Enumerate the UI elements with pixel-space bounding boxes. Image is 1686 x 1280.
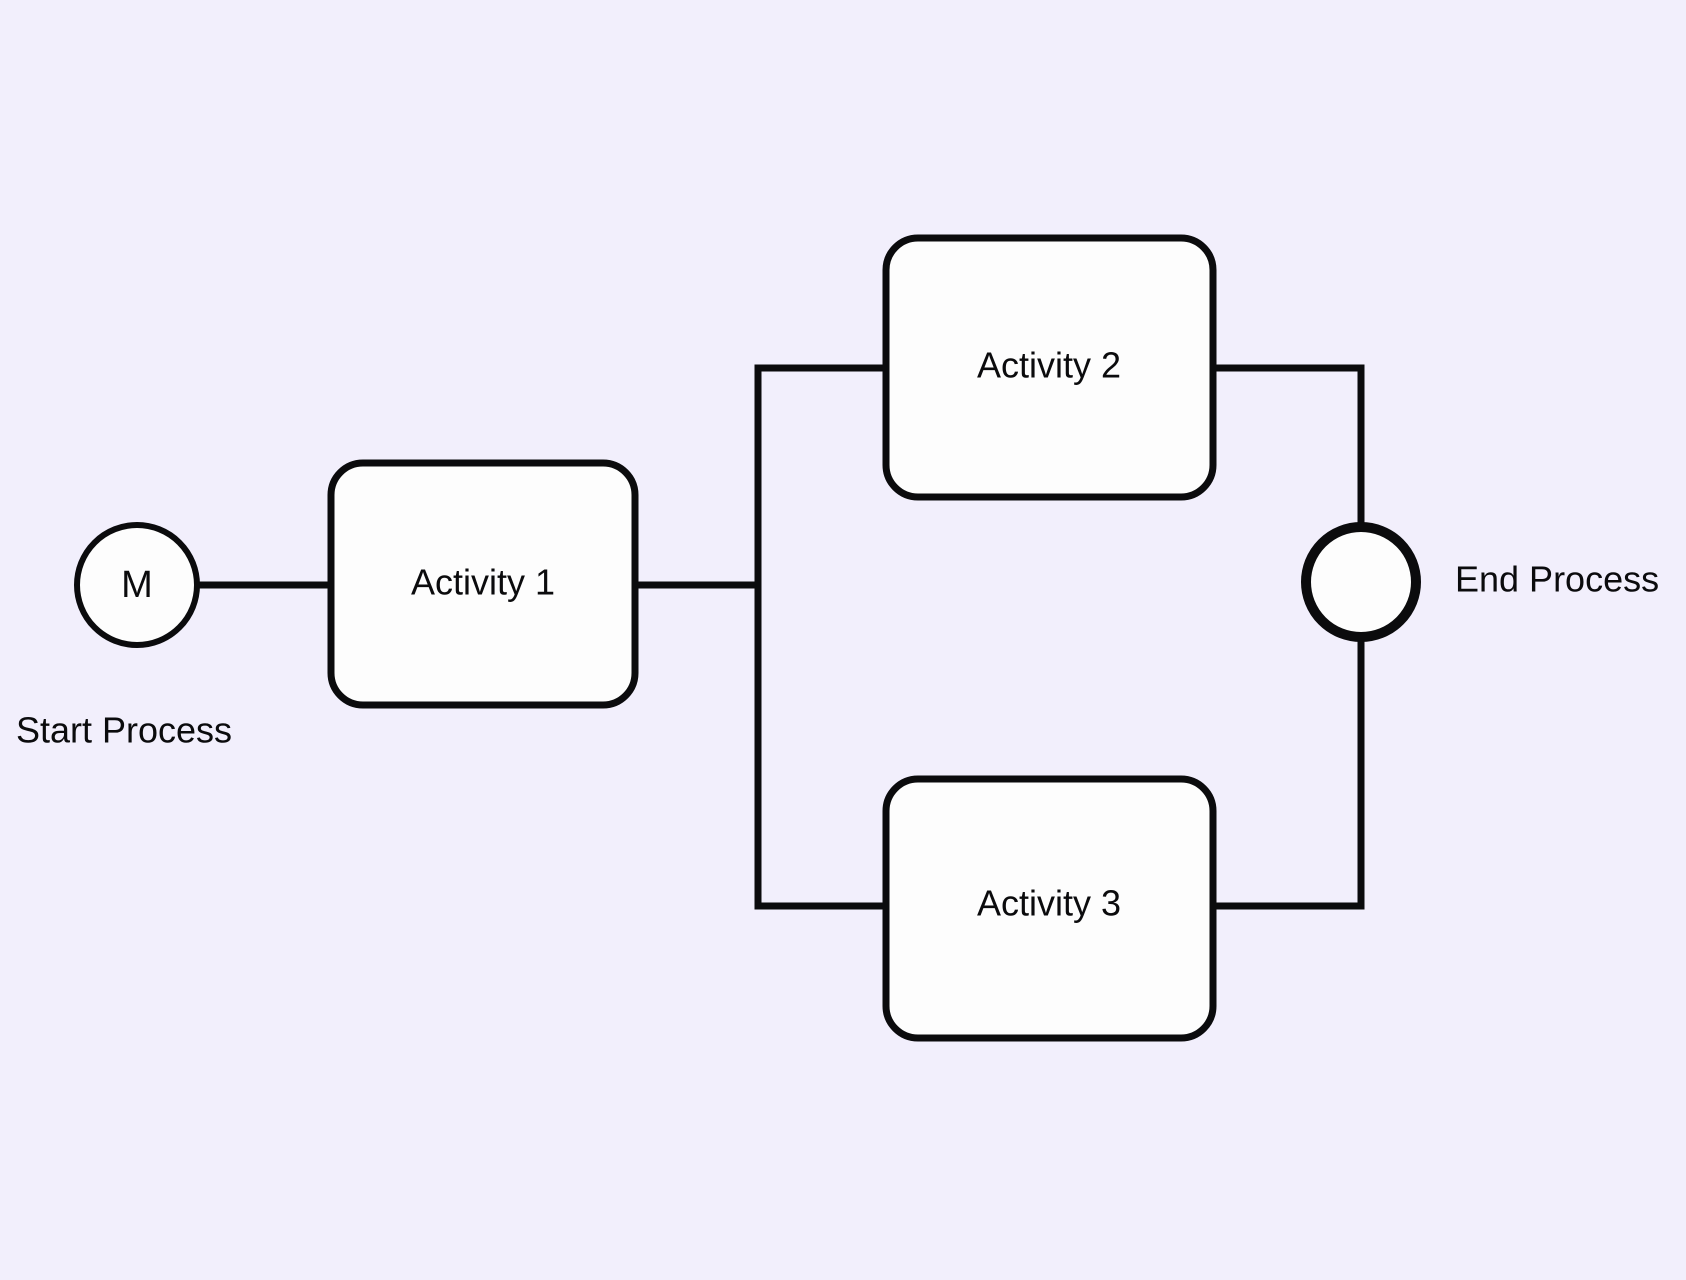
activity-2-node[interactable]: Activity 2	[882, 234, 1217, 501]
activity-1-label: Activity 1	[411, 562, 555, 603]
sequence-flow-layer	[198, 364, 1365, 910]
activity-3-shape[interactable]	[882, 775, 1217, 1042]
activity-2-shape[interactable]	[882, 234, 1217, 501]
activity-2-label: Activity 2	[977, 345, 1121, 386]
start-event-label: Start Process	[16, 710, 232, 751]
end-event-circle[interactable]	[1301, 522, 1421, 642]
activity-1-shape[interactable]	[327, 459, 639, 709]
start-event-node[interactable]: M Start Process	[16, 522, 232, 751]
start-event-circle[interactable]	[74, 522, 200, 648]
activity-3-label: Activity 3	[977, 883, 1121, 924]
sequence-flow-split-to-activity-2	[754, 364, 886, 585]
sequence-flow-activity-3-to-end	[1213, 637, 1365, 910]
message-start-event-icon: M	[121, 564, 153, 606]
end-event-node[interactable]: End Process	[1301, 522, 1659, 642]
sequence-flow-activity-2-to-end	[1213, 364, 1365, 527]
activity-1-node[interactable]: Activity 1	[327, 459, 639, 709]
sequence-flow-split-to-activity-3	[754, 585, 886, 910]
activity-3-node[interactable]: Activity 3	[882, 775, 1217, 1042]
end-event-label: End Process	[1455, 559, 1659, 600]
